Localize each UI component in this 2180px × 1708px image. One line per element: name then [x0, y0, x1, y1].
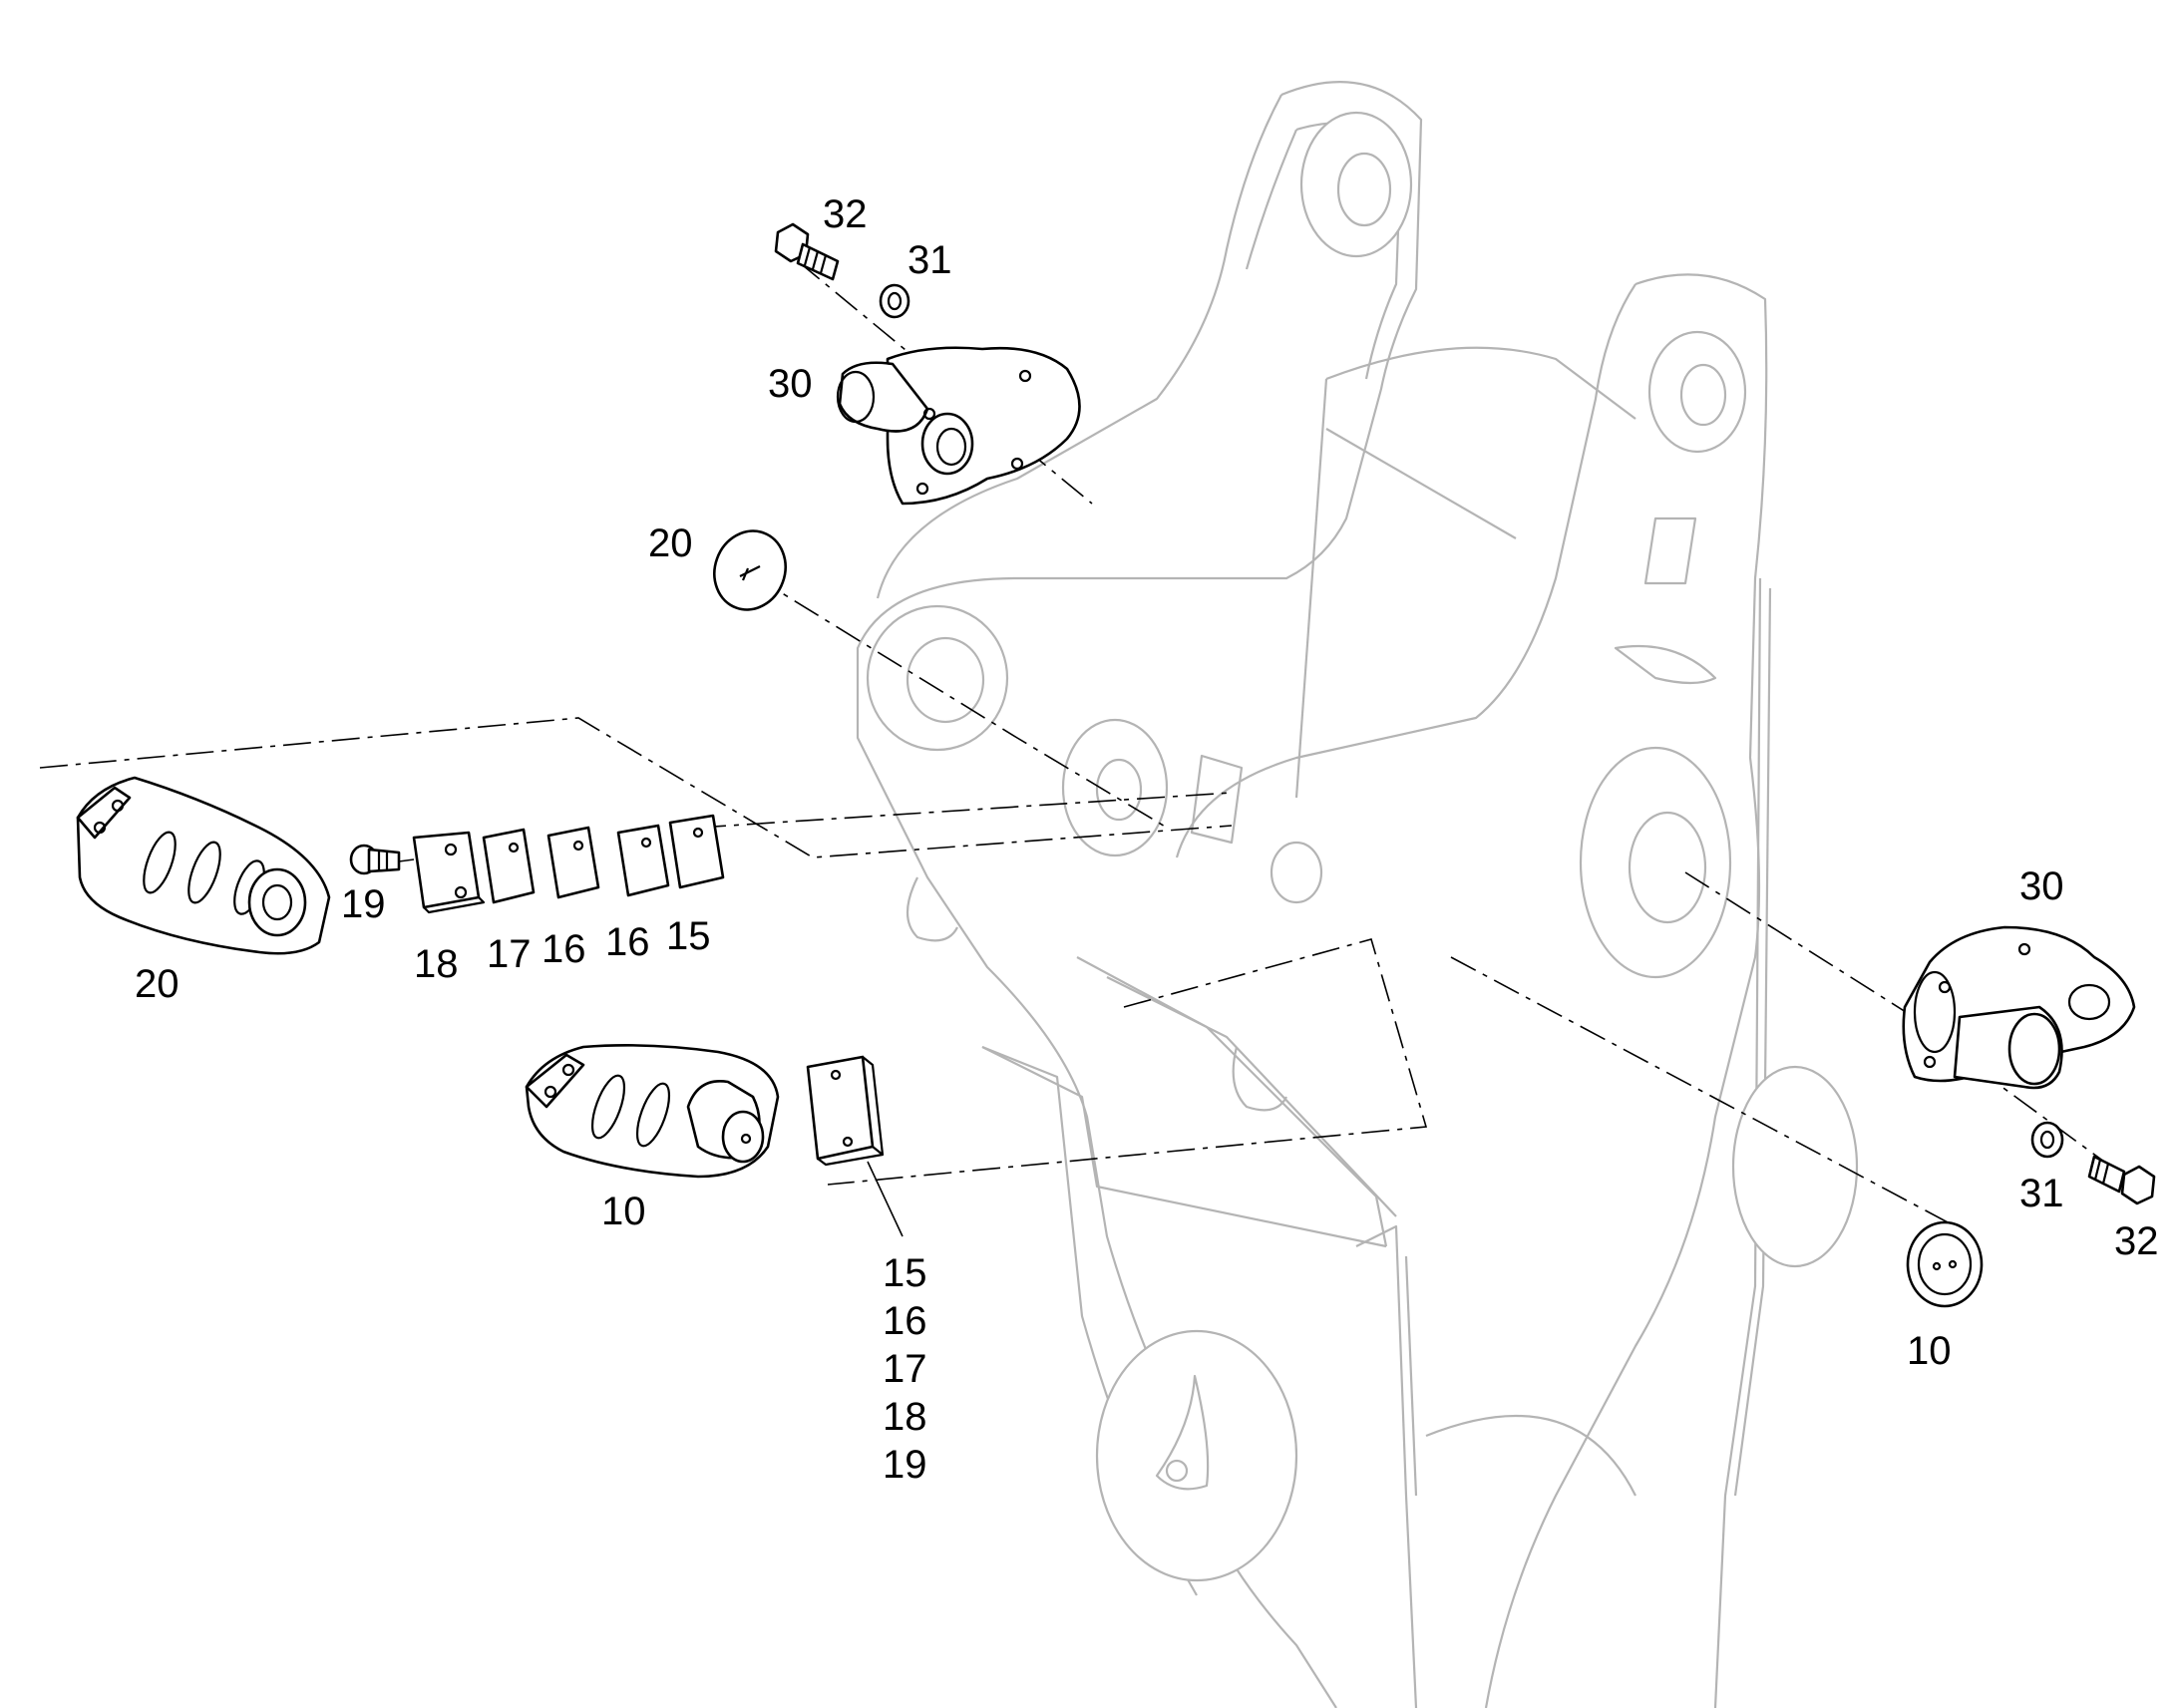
shim-15 [668, 814, 725, 889]
shim-16b [616, 824, 670, 897]
boom-frame [856, 81, 1859, 1708]
bolt-32-right [2087, 1155, 2156, 1205]
callout-20-pad: 20 [135, 962, 180, 1006]
pin-10-assembly [525, 1044, 780, 1179]
shim-17 [482, 828, 536, 904]
callout-16b: 16 [605, 920, 650, 964]
callout-20-disc: 20 [648, 521, 693, 565]
callout-31-top: 31 [908, 238, 952, 282]
wear-pad-20 [76, 776, 331, 955]
washer-31-right [2030, 1121, 2064, 1159]
pin-30-right [1902, 925, 2136, 1090]
callout-32-right: 32 [2114, 1219, 2159, 1263]
callout-18: 18 [414, 942, 459, 986]
shim-pack-15 [806, 1055, 885, 1167]
disc-10-right [1906, 1220, 1984, 1308]
bolt-32-top [774, 222, 840, 281]
shim-16a [546, 826, 600, 899]
callout-31-right: 31 [2019, 1172, 2064, 1215]
callout-15-top: 15 [666, 914, 711, 958]
callout-30-right: 30 [2019, 864, 2064, 908]
callout-30-top: 30 [768, 362, 813, 406]
callout-10-left: 10 [601, 1190, 646, 1233]
stack-label-18: 18 [883, 1395, 927, 1439]
disc-20-top [713, 529, 787, 611]
stack-label-15: 15 [883, 1251, 927, 1295]
stack-label-16: 16 [883, 1299, 927, 1343]
screw-19 [349, 844, 401, 875]
stack-label-17: 17 [883, 1347, 927, 1391]
callout-19: 19 [341, 882, 386, 926]
leader-lines [398, 858, 904, 1237]
callout-16a: 16 [542, 927, 586, 971]
callout-labels: 32 31 30 20 20 19 18 17 16 16 15 10 30 3… [135, 192, 2159, 1487]
callout-17: 17 [487, 932, 532, 976]
stack-label-19: 19 [883, 1443, 927, 1487]
washer-31-top [879, 283, 910, 319]
shim-18 [412, 831, 486, 914]
callout-10-right: 10 [1907, 1329, 1952, 1373]
callout-32-top: 32 [823, 192, 868, 236]
pin-30-top [836, 346, 1081, 506]
